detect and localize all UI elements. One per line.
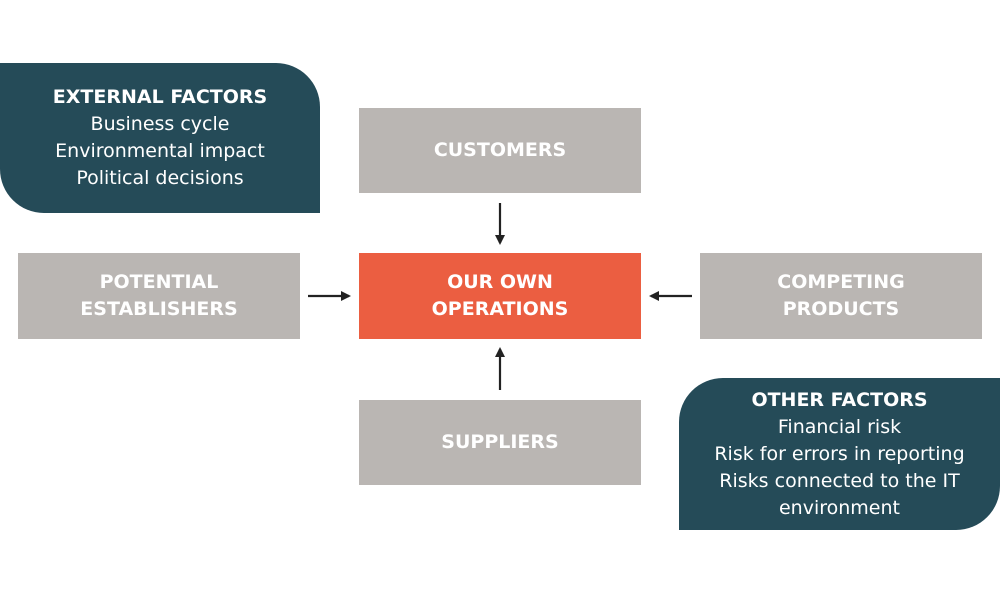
other-factor-item: Risks connected to the IT: [719, 469, 960, 492]
customers-label: CUSTOMERS: [433, 139, 567, 161]
external-factor-item: Business cycle: [90, 113, 230, 135]
competing-products-box: COMPETING PRODUCTS: [700, 253, 982, 339]
competing-products-label-line2: PRODUCTS: [782, 298, 900, 320]
other-factor-item: Risk for errors in reporting: [714, 442, 965, 465]
external-factors-title: EXTERNAL FACTORS: [52, 86, 268, 108]
potential-establishers-label-line1: POTENTIAL: [99, 271, 219, 293]
potential-establishers-box: POTENTIAL ESTABLISHERS: [18, 253, 300, 339]
potential-establishers-label-line2: ESTABLISHERS: [80, 298, 238, 320]
external-factor-item: Environmental impact: [55, 140, 265, 162]
external-factor-item: Political decisions: [76, 167, 244, 189]
external-factors-box: EXTERNAL FACTORS Business cycle Environm…: [0, 63, 320, 213]
customers-box: CUSTOMERS: [359, 108, 641, 193]
other-factors-box: OTHER FACTORS Financial risk Risk for er…: [679, 378, 1000, 530]
own-operations-label-line2: OPERATIONS: [431, 298, 569, 320]
suppliers-box: SUPPLIERS: [359, 400, 641, 485]
own-operations-label-line1: OUR OWN: [447, 271, 553, 293]
suppliers-label: SUPPLIERS: [441, 431, 559, 453]
other-factors-title: OTHER FACTORS: [751, 388, 928, 411]
competing-products-label-line1: COMPETING: [777, 271, 905, 293]
own-operations-box: OUR OWN OPERATIONS: [359, 253, 641, 339]
other-factor-item: Financial risk: [777, 415, 902, 438]
other-factor-item: environment: [778, 496, 900, 519]
